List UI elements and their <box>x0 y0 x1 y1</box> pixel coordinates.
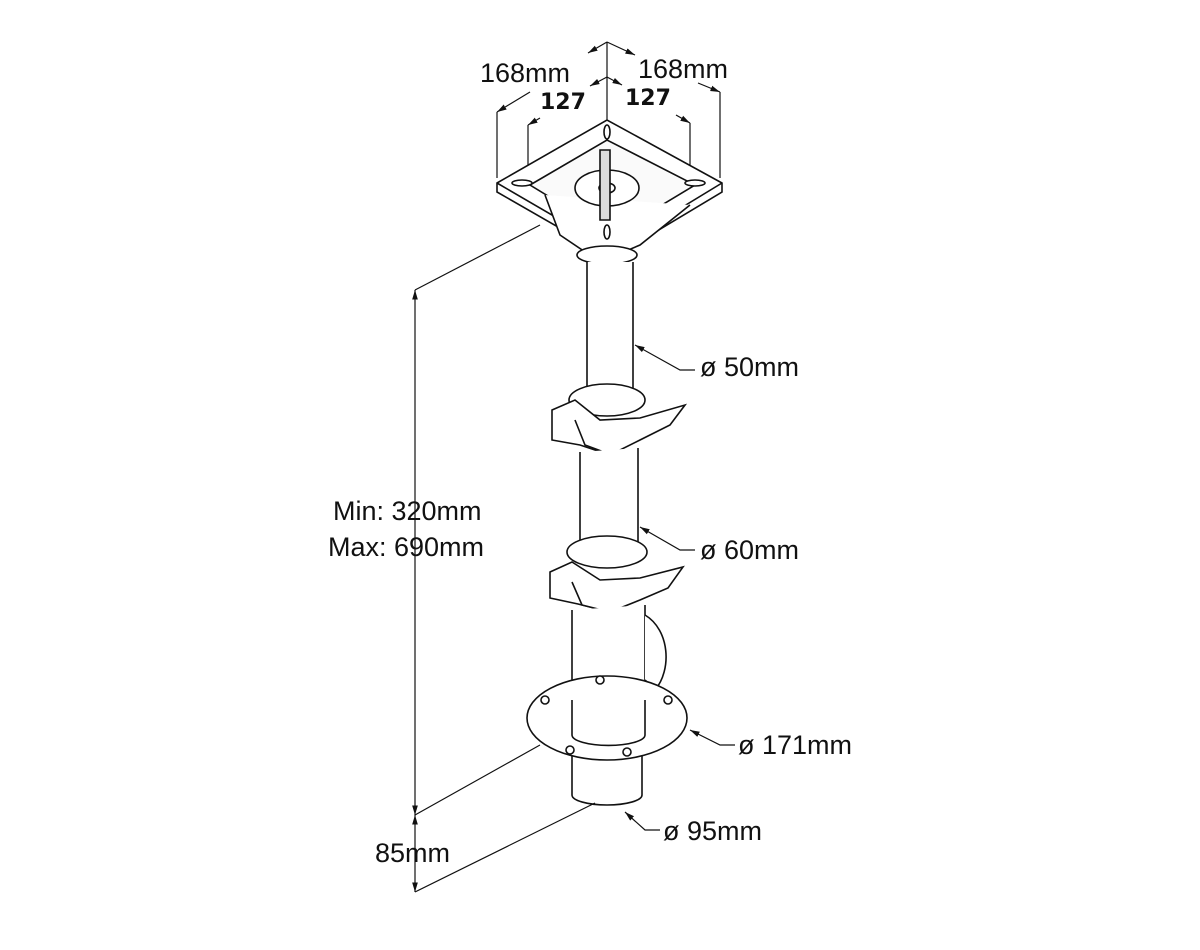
upper-tube-diameter: ø 50mm <box>700 352 800 382</box>
upper-clamp <box>551 383 688 456</box>
height-max: Max: 690mm <box>328 532 485 562</box>
base-flange <box>526 675 688 806</box>
leader-lines <box>624 344 735 831</box>
top-right-inner-dimension: 127 <box>625 86 671 111</box>
top-left-outer-dimension: 168mm <box>480 58 571 88</box>
top-right-outer-dimension: 168mm <box>638 54 729 84</box>
height-dimension-lines <box>412 224 596 893</box>
middle-tube-diameter: ø 60mm <box>700 535 800 565</box>
flange-diameter: ø 171mm <box>738 730 853 760</box>
cup-diameter: ø 95mm <box>663 816 763 846</box>
mounting-plate <box>496 119 723 265</box>
middle-clamp <box>549 535 685 613</box>
base-depth: 85mm <box>375 838 451 868</box>
top-left-inner-dimension: 127 <box>540 90 586 115</box>
height-min: Min: 320mm <box>333 496 482 526</box>
